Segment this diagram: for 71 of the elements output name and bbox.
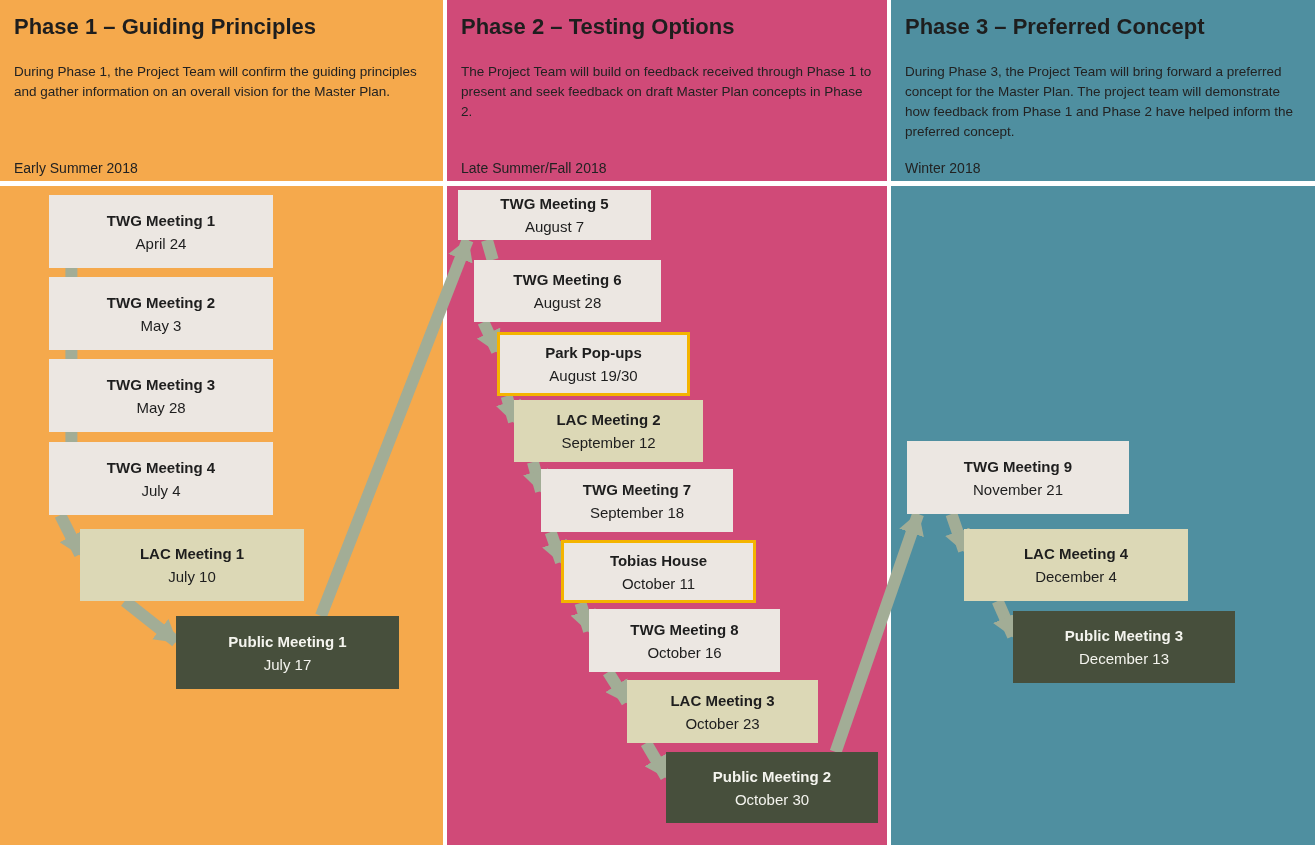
phase-title: Phase 1 – Guiding Principles [14, 14, 316, 40]
meeting-box [907, 441, 1129, 514]
phase-description: During Phase 3, the Project Team will bring forward a preferred concept for the Master Plan. The project team will demonstrate how feedback from Phase 1 and Phase 2 have helped inform the preferred concept. [905, 63, 1294, 141]
meeting-name: LAC Meeting 1 [139, 545, 245, 562]
meeting-name: TWG Meeting 2 [106, 293, 216, 311]
meeting-name: Public Meeting 3 [1064, 627, 1184, 644]
meeting-date: October 23 [685, 714, 760, 732]
meeting-box [1013, 611, 1235, 683]
meeting-date: October 30 [734, 790, 810, 808]
meeting-date: August 28 [533, 294, 602, 311]
meeting-box [49, 195, 273, 268]
meeting-date: October 16 [647, 643, 722, 661]
meeting-name: TWG Meeting 5 [500, 195, 609, 212]
meeting-name: TWG Meeting 7 [582, 480, 692, 498]
meeting-box [497, 332, 690, 396]
meeting-box [514, 400, 703, 462]
arrow [570, 601, 596, 633]
meeting-box [666, 752, 878, 823]
meeting-date: September 18 [589, 503, 685, 521]
meeting-date: December 13 [1078, 650, 1169, 667]
phase-period: Late Summer/Fall 2018 [461, 160, 607, 176]
meeting-name: LAC Meeting 3 [670, 691, 775, 709]
meeting-date: April 24 [135, 234, 187, 252]
meeting-name: TWG Meeting 3 [106, 375, 216, 393]
meeting-name: LAC Meeting 2 [556, 411, 661, 428]
meeting-box [627, 680, 818, 743]
arrow [496, 394, 521, 424]
meeting-date: May 28 [136, 398, 186, 416]
meeting-date: November 21 [972, 480, 1063, 498]
phase-panel [891, 0, 1315, 845]
meeting-name: TWG Meeting 9 [963, 457, 1073, 475]
meeting-name: TWG Meeting 4 [106, 458, 216, 476]
meeting-box [458, 190, 651, 240]
meeting-date: October 11 [621, 574, 696, 592]
meeting-box [964, 529, 1188, 601]
meeting-name: Public Meeting 1 [228, 632, 347, 650]
phase-title: Phase 3 – Preferred Concept [905, 14, 1205, 40]
arrow [945, 512, 970, 553]
meeting-box [474, 260, 661, 322]
phase-panel [0, 0, 443, 845]
meeting-box [541, 469, 733, 532]
meeting-date: September 12 [561, 434, 656, 451]
meeting-box [49, 359, 273, 432]
meeting-box [176, 616, 399, 689]
meeting-name: LAC Meeting 4 [1023, 545, 1129, 562]
meeting-box [561, 540, 756, 603]
meeting-box [49, 277, 273, 350]
meeting-date: August 7 [524, 218, 585, 235]
meeting-date: July 10 [168, 568, 216, 585]
meeting-date: August 19/30 [549, 367, 638, 384]
arrow [523, 460, 549, 493]
phase-period: Winter 2018 [905, 160, 981, 176]
phase-panel [447, 0, 887, 845]
meeting-date: July 4 [141, 481, 181, 499]
phase-description: During Phase 1, the Project Team will confirm the guiding principles and gather information on an overall vision for the Master Plan. [14, 63, 418, 101]
phase-period: Early Summer 2018 [14, 160, 138, 176]
meeting-name: TWG Meeting 6 [513, 271, 622, 288]
phase-title: Phase 2 – Testing Options [461, 14, 735, 40]
meeting-box [589, 609, 780, 672]
meeting-name: Public Meeting 2 [712, 767, 832, 785]
meeting-box [49, 442, 273, 515]
meeting-date: May 3 [140, 316, 182, 334]
meeting-name: Tobias House [609, 551, 708, 569]
meeting-name: Park Pop-ups [545, 344, 642, 361]
arrow [829, 512, 924, 754]
meeting-name: TWG Meeting 8 [630, 620, 739, 638]
meeting-date: December 4 [1035, 568, 1117, 585]
meeting-name: TWG Meeting 1 [106, 211, 216, 229]
phase-description: The Project Team will build on feedback received through Phase 1 to present and seek feedback on draft Master Plan concepts in Phase 2. [461, 63, 873, 121]
meeting-box [80, 529, 304, 601]
meeting-date: July 17 [263, 655, 312, 673]
